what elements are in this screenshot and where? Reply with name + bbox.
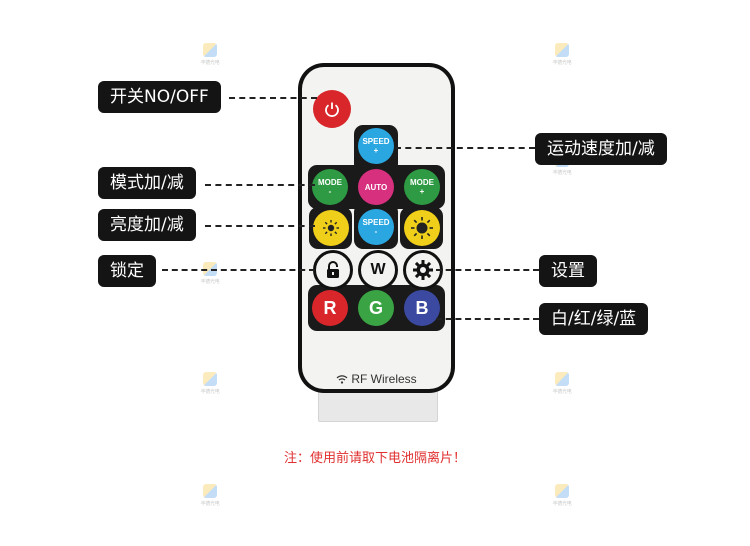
- brightness-callout: 亮度加/减: [98, 209, 196, 241]
- speed-up-button[interactable]: SPEED +: [358, 128, 394, 164]
- blue-label: B: [415, 297, 429, 318]
- mode-down-sign: -: [328, 187, 332, 196]
- watermark-logo: 丰德光电: [546, 484, 578, 514]
- speed-down-sign: -: [374, 227, 378, 236]
- auto-label: AUTO: [364, 182, 388, 192]
- sun-large-icon: [411, 217, 433, 239]
- speed-up-label: SPEED: [362, 137, 390, 146]
- brightness-down-button[interactable]: [313, 210, 349, 246]
- colors-leader: [436, 318, 539, 320]
- lock-callout: 锁定: [98, 255, 156, 287]
- settings-leader: [436, 269, 539, 271]
- lock-button[interactable]: [313, 250, 353, 290]
- watermark-logo: 丰德光电: [194, 484, 226, 514]
- brightness-up-button[interactable]: [404, 210, 440, 246]
- watermark-logo: 丰德光电: [194, 43, 226, 73]
- mode-down-label: MODE: [318, 178, 342, 187]
- mode-up-label: MODE: [410, 178, 434, 187]
- speed-up-sign: +: [373, 146, 379, 155]
- watermark-logo: 丰德光电: [194, 262, 226, 292]
- mode-down-button[interactable]: MODE -: [312, 169, 348, 205]
- battery-note: 注：使用前请取下电池隔离片！: [283, 451, 466, 466]
- white-label: W: [370, 261, 386, 278]
- red-label: R: [323, 297, 337, 318]
- red-button[interactable]: R: [312, 290, 348, 326]
- power-button[interactable]: [313, 90, 351, 128]
- mode-callout: 模式加/减: [98, 167, 196, 199]
- green-label: G: [368, 297, 383, 318]
- green-button[interactable]: G: [358, 290, 394, 326]
- mode-up-button[interactable]: MODE +: [404, 169, 440, 205]
- mode-leader: [205, 184, 315, 186]
- speed-down-label: SPEED: [362, 218, 390, 227]
- white-button[interactable]: W: [358, 250, 398, 290]
- power-icon: [325, 102, 339, 117]
- speed-down-button[interactable]: SPEED -: [358, 209, 394, 245]
- mode-up-sign: +: [419, 187, 425, 196]
- lock-icon: [327, 261, 339, 278]
- settings-callout: 设置: [539, 255, 597, 287]
- auto-button[interactable]: AUTO: [358, 169, 394, 205]
- rf-wireless-text: RF Wireless: [351, 372, 417, 386]
- lock-leader: [162, 269, 315, 271]
- blue-button[interactable]: B: [404, 290, 440, 326]
- watermark-logo: 丰德光电: [546, 372, 578, 402]
- rf-wireless-brand: RF Wireless: [336, 372, 417, 386]
- sun-small-icon: [323, 220, 339, 236]
- power-callout: 开关NO/OFF: [98, 81, 221, 113]
- gear-icon: [413, 260, 433, 280]
- watermark-logo: 丰德光电: [546, 43, 578, 73]
- power-leader: [229, 97, 317, 99]
- wireless-icon: [336, 375, 348, 384]
- brightness-leader: [205, 225, 315, 227]
- watermark-logo: 丰德光电: [194, 372, 226, 402]
- colors-callout: 白/红/绿/蓝: [539, 303, 649, 335]
- speed-callout: 运动速度加/减: [535, 133, 667, 165]
- speed-leader: [395, 147, 535, 149]
